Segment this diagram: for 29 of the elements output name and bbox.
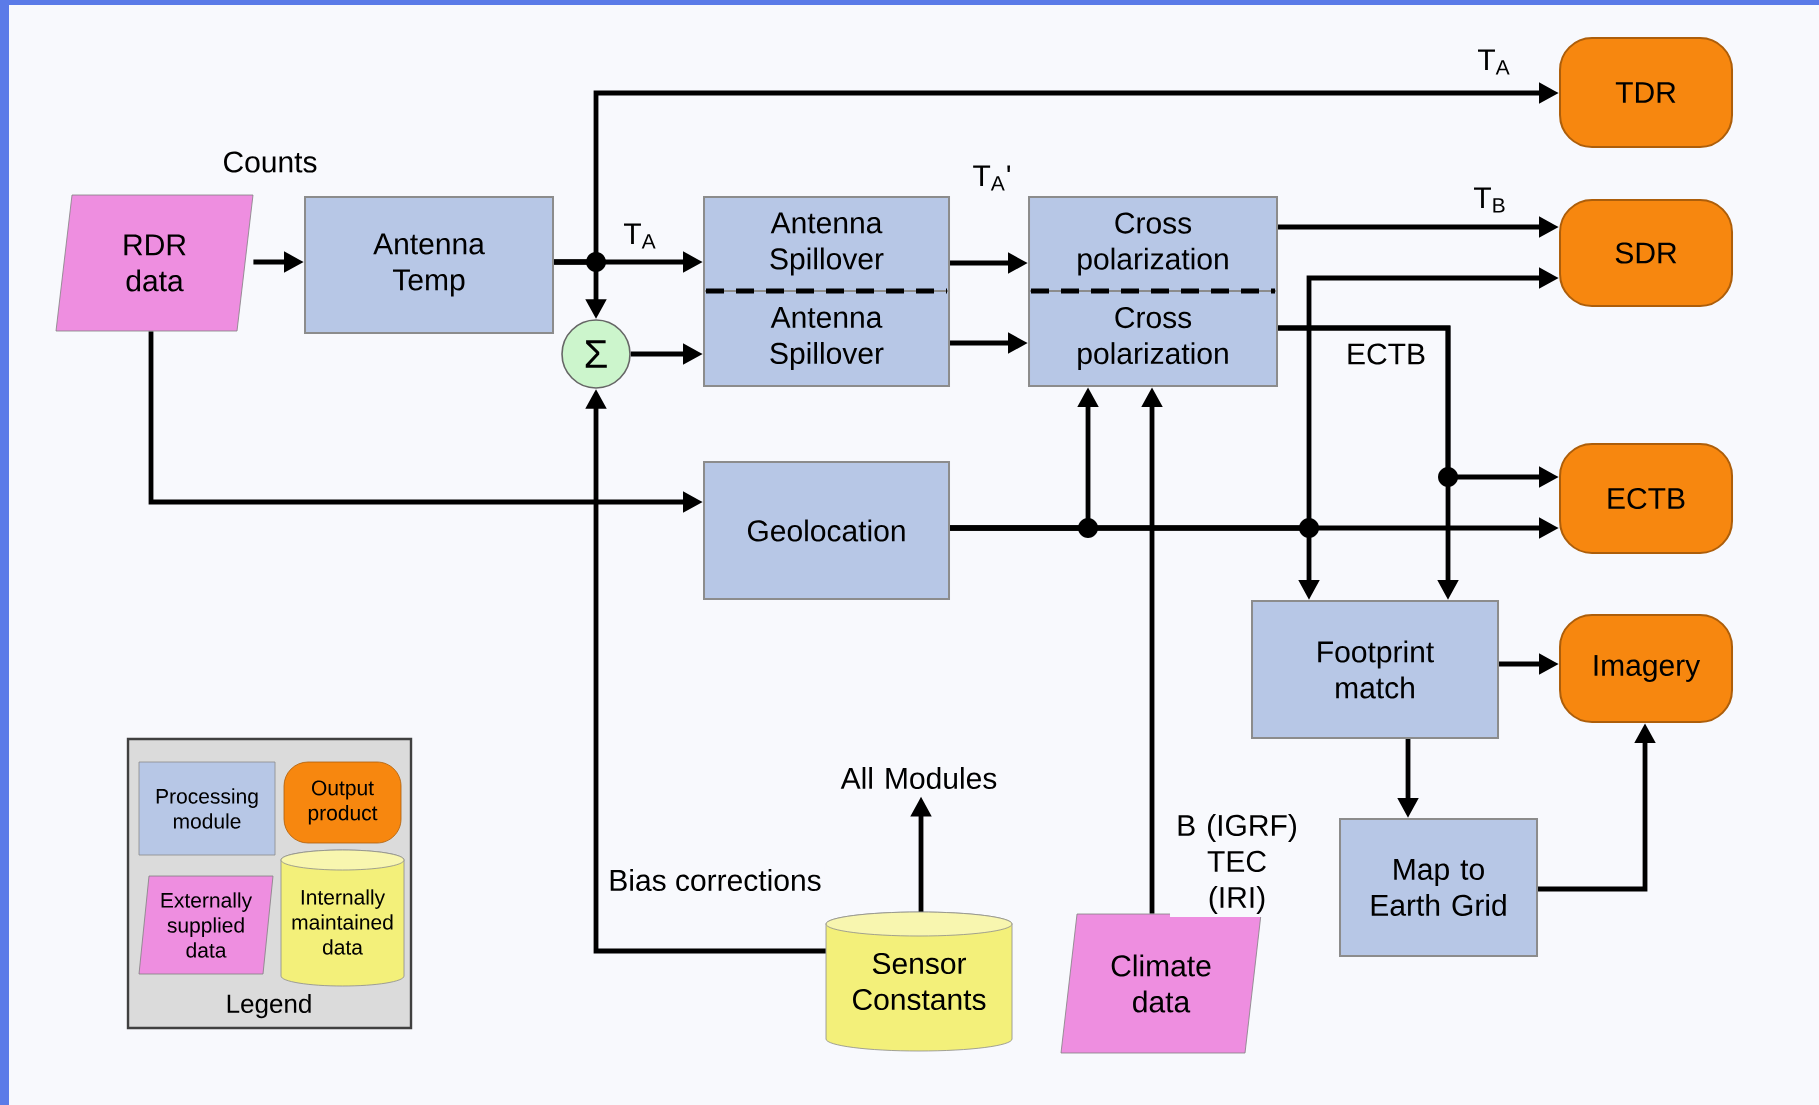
edge-label: T$_{A}$ <box>1474 46 1514 78</box>
edge-label: Counts <box>219 148 321 176</box>
legend-title: Legend <box>227 993 311 1019</box>
edge-label: T$_{A}$ <box>620 220 660 252</box>
process-box: Antenna Spillover <box>703 290 950 387</box>
process-box: Footprint match <box>1251 600 1499 739</box>
process-box: Cross polarization <box>1028 196 1278 292</box>
process-box: Map to Earth Grid <box>1339 818 1538 957</box>
legend-item: Externally supplied data <box>138 875 274 975</box>
edge-label: ECTB <box>1343 340 1429 368</box>
edge-label: Bias corrections <box>605 866 825 895</box>
edge-label: T$_{B}$ <box>1470 184 1510 216</box>
node-text: All Modules <box>840 767 997 789</box>
process-box: Antenna Temp <box>304 196 554 334</box>
edge-label: T$_{A}$' <box>969 162 1015 194</box>
output-pill: SDR <box>1559 199 1733 307</box>
data-cylinder: Sensor Constants <box>825 911 1013 1052</box>
process-box: Cross polarization <box>1028 290 1278 387</box>
legend-item: Output product <box>283 761 402 844</box>
legend-item: Processing module <box>138 761 276 856</box>
output-pill: TDR <box>1559 37 1733 148</box>
process-box: Geolocation <box>703 461 950 600</box>
edge-label: B (IGRF) TEC (IRI) <box>1170 811 1304 917</box>
process-box: Antenna Spillover <box>703 196 950 292</box>
data-parallelogram: RDR data <box>55 194 254 332</box>
data-parallelogram: Climate data <box>1060 913 1262 1054</box>
legend-item: Internally maintained data <box>280 849 405 987</box>
output-pill: ECTB <box>1559 443 1733 554</box>
output-pill: Imagery <box>1559 614 1733 723</box>
